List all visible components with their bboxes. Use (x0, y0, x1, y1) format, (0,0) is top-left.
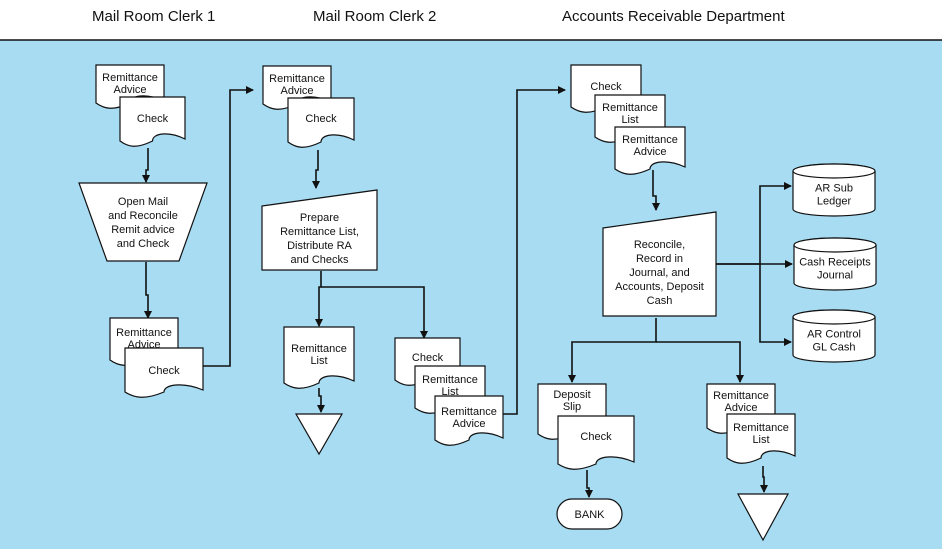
connector-line (312, 150, 320, 189)
connector-line (142, 148, 150, 183)
file-offpage-triangle (736, 493, 790, 542)
connector-line (315, 271, 323, 327)
shape-label: Check (580, 431, 612, 443)
doc-check-2: Check (124, 347, 204, 398)
connector-line (585, 470, 593, 498)
connector-line (760, 466, 768, 493)
shape-label: BANK (575, 509, 606, 521)
shape-label: Check (590, 81, 622, 93)
doc-check: Check (287, 97, 355, 148)
connector-line (759, 264, 792, 346)
header-mail-room-clerk-2: Mail Room Clerk 2 (313, 8, 437, 25)
connector-line (321, 286, 428, 339)
doc-check: Check (119, 96, 186, 147)
shape-label: Check (305, 113, 337, 125)
connector-line (568, 318, 657, 383)
connector-line (652, 170, 660, 211)
shape-label: Check (137, 113, 169, 125)
header-mail-room-clerk-1: Mail Room Clerk 1 (92, 8, 216, 25)
doc-check: Check (557, 415, 635, 470)
shape-label: Check (412, 352, 444, 364)
connector-line (144, 262, 152, 319)
connector-line (203, 86, 254, 367)
connector-line (317, 388, 325, 413)
header-accounts-receivable: Accounts Receivable Department (562, 8, 785, 25)
shape-label: Check (148, 365, 180, 377)
file-offpage-triangle (294, 413, 344, 456)
connector-line (656, 341, 744, 383)
connector-line (503, 86, 566, 415)
terminal-bank: BANK (556, 498, 623, 530)
